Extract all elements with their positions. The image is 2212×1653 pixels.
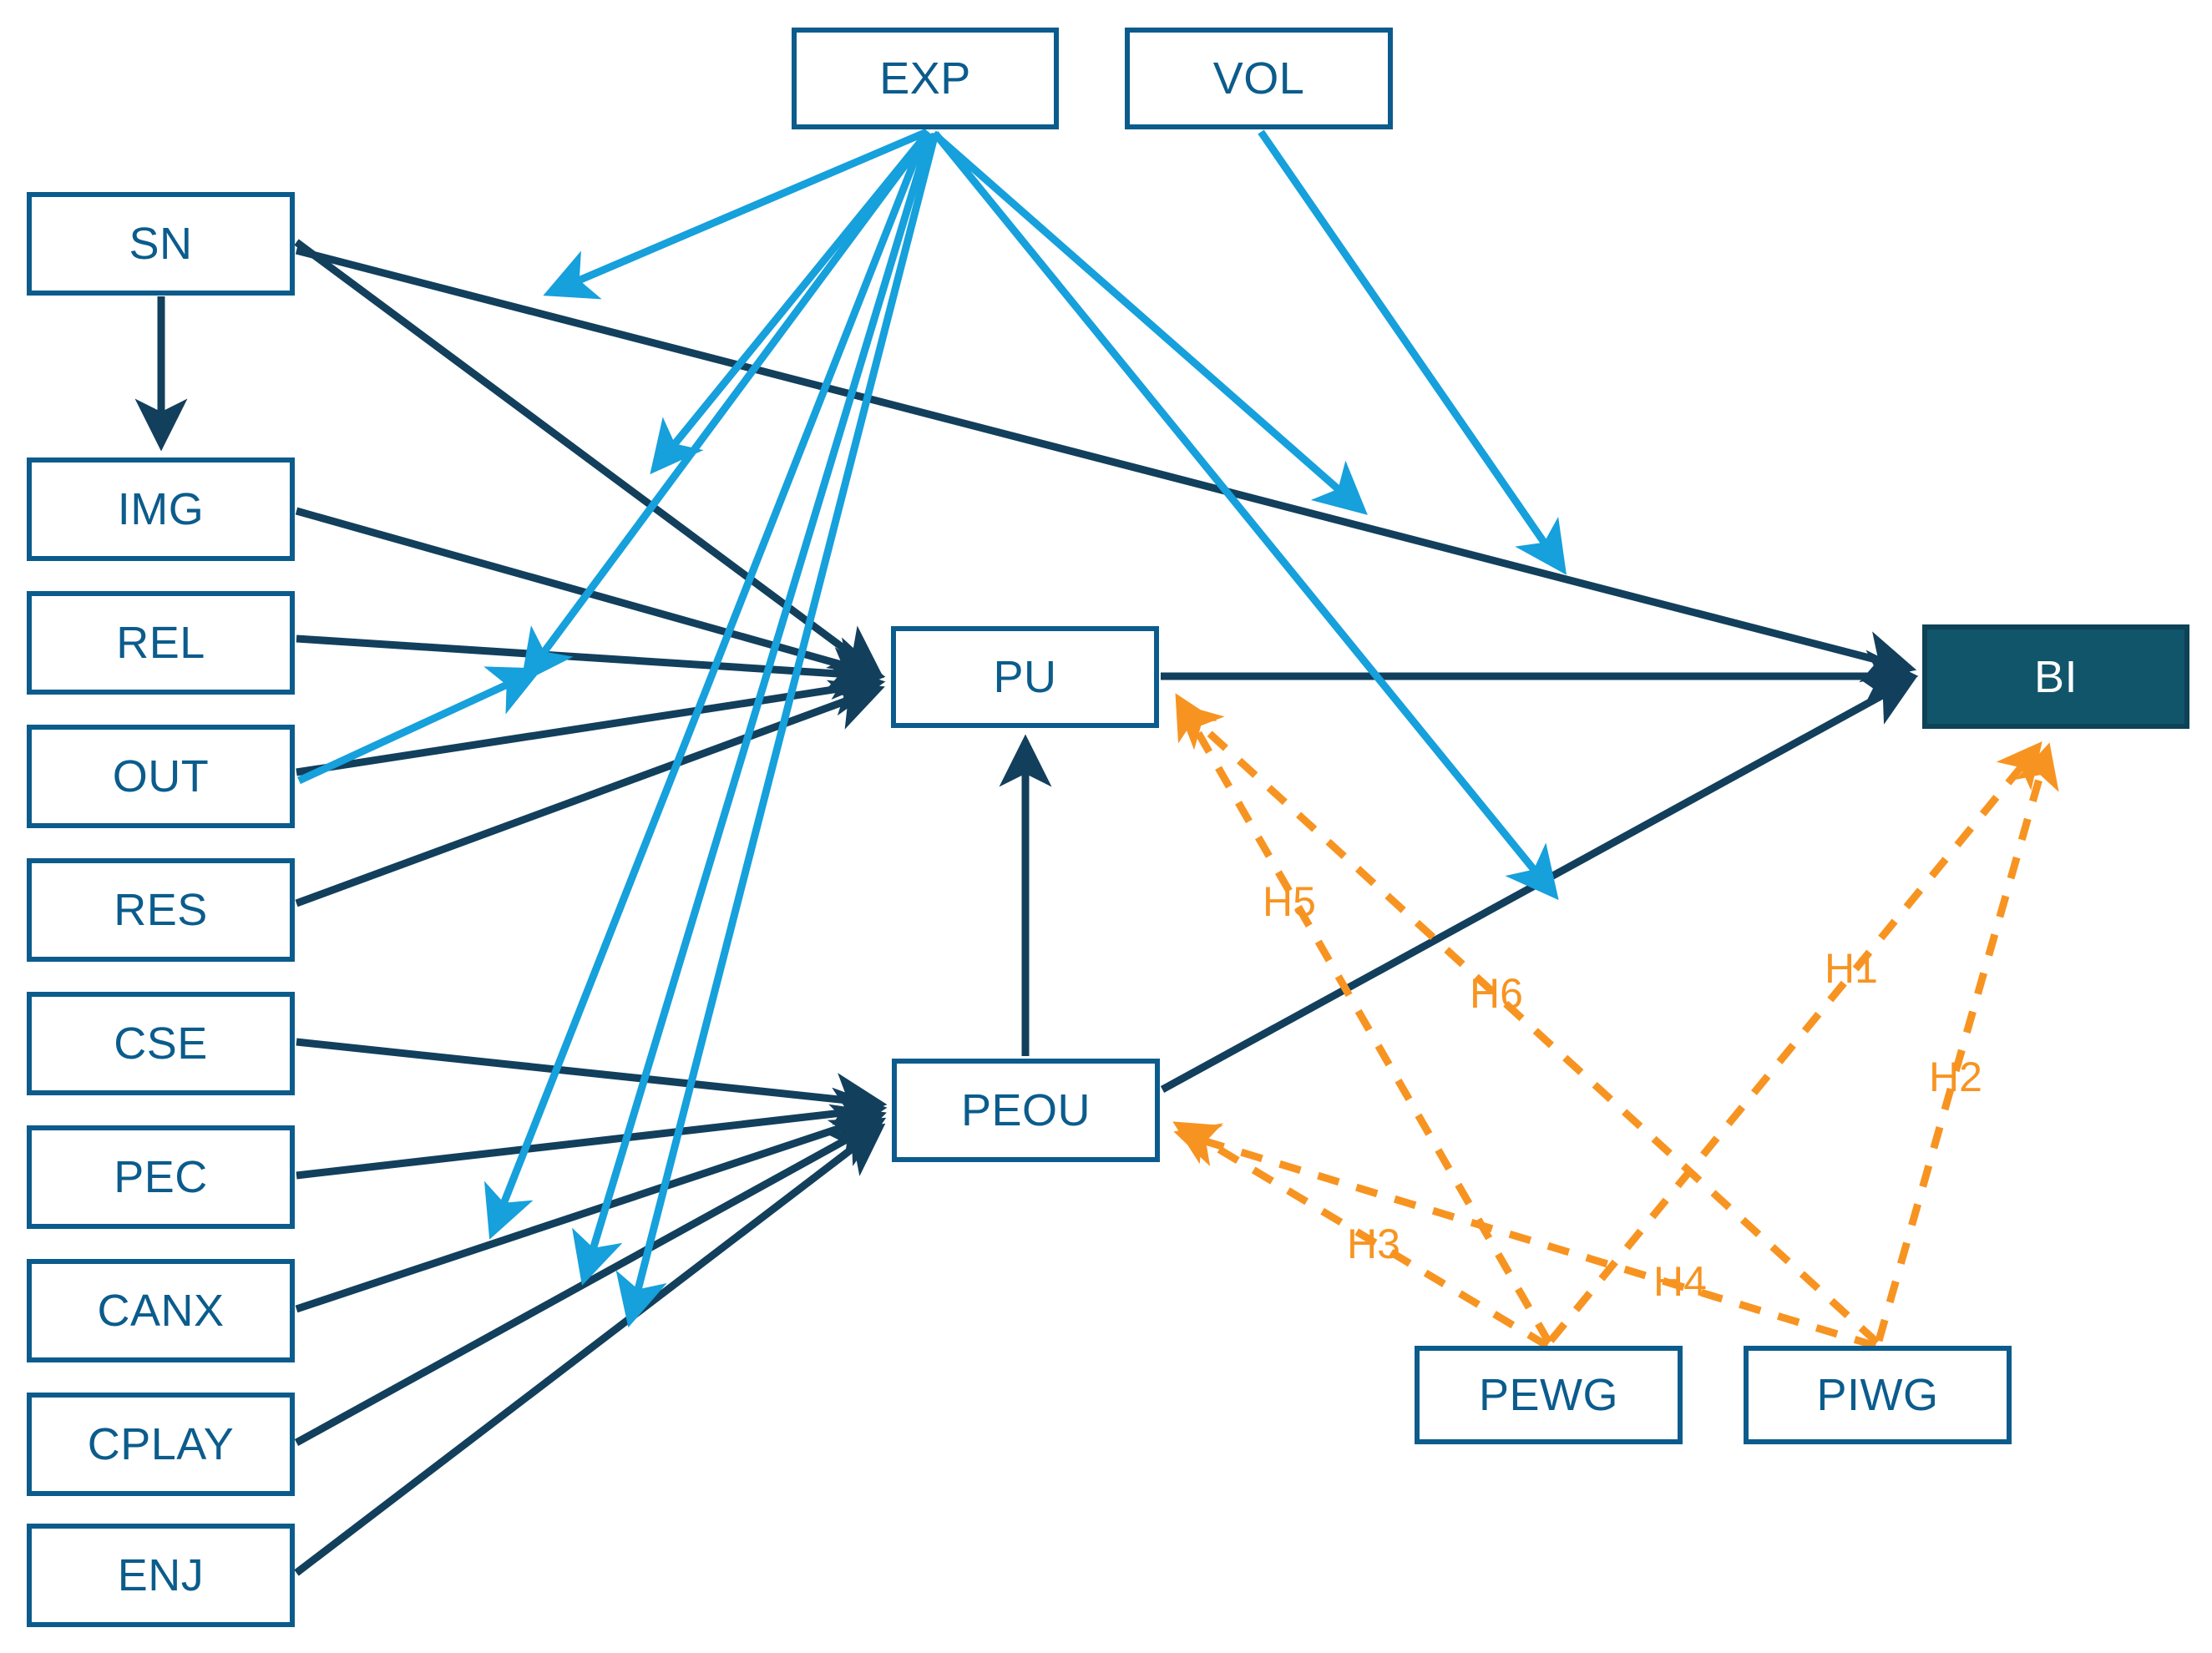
hypothesis-label-h5: H5 [1263,878,1316,925]
node-label: PEWG [1478,1370,1618,1420]
node-label: EXP [879,53,971,104]
hypothesis-edges [1172,693,2059,1350]
node-label: VOL [1212,53,1305,104]
edge-out-pu [296,663,886,776]
node-pewg[interactable]: PEWG [1415,1346,1683,1444]
edge-vol-sn-bi-path [1258,129,1567,575]
node-label: CPLAY [87,1419,235,1469]
node-pu[interactable]: PU [891,626,1159,728]
node-enj[interactable]: ENJ [27,1524,295,1627]
node-label: OUT [112,751,210,801]
hypothesis-label-h6: H6 [1470,970,1523,1017]
node-sn[interactable]: SN [27,192,295,296]
edge-rel-pu [296,634,886,700]
node-label: CANX [97,1286,225,1336]
node-bi[interactable]: BI [1922,624,2189,729]
edge-exp-pu-bi-path [931,130,1368,515]
node-img[interactable]: IMG [27,457,295,561]
edge-out-rel-up [297,666,543,785]
node-label: PEC [114,1152,208,1202]
node-piwg[interactable]: PIWG [1744,1346,2012,1444]
node-label: PU [993,652,1057,702]
edge-h3-pewg-peou [1172,1121,1550,1349]
edge-exp-peou-bi-path [932,131,1559,901]
edge-exp-sn-bi-path [650,129,932,475]
node-rel[interactable]: REL [27,591,295,695]
moderator-edges [297,128,1567,1328]
hypothesis-label-h1: H1 [1825,945,1878,992]
node-label: SN [129,219,193,269]
hypothesis-label-h3: H3 [1347,1221,1400,1267]
node-label: IMG [117,484,205,534]
edge-exp-enj-peou-path [615,132,939,1328]
edge-res-pu [295,680,885,907]
edge-h5-pewg-pu [1175,693,1552,1345]
node-label: ENJ [117,1550,205,1600]
edge-h1-pewg-bi [1547,741,2042,1343]
edge-cse-peou [296,1038,888,1125]
node-label: PEOU [960,1085,1091,1135]
node-cse[interactable]: CSE [27,992,295,1095]
edge-exp-out-pu-path [520,131,932,684]
edge-exp-sn-pu-path [543,128,929,300]
node-cplay[interactable]: CPLAY [27,1393,295,1496]
node-label: REL [116,618,205,668]
edge-sn-pu [294,239,884,679]
node-peou[interactable]: PEOU [892,1059,1160,1162]
node-label: RES [114,885,208,935]
edge-sn-bi [295,246,1917,683]
edge-pec-peou [296,1087,888,1180]
node-exp[interactable]: EXP [792,28,1059,129]
hypothesis-label-h4: H4 [1653,1258,1707,1305]
node-out[interactable]: OUT [27,725,295,828]
edge-enj-peou [294,1123,886,1576]
edge-exp-canx-peou-path [483,132,929,1240]
edge-h4-piwg-peou [1173,1123,1877,1350]
node-res[interactable]: RES [27,858,295,962]
node-label: PIWG [1816,1370,1939,1420]
node-vol[interactable]: VOL [1125,28,1393,129]
node-label: BI [2033,651,2078,702]
node-pec[interactable]: PEC [27,1125,295,1229]
node-canx[interactable]: CANX [27,1259,295,1362]
hypothesis-label-h2: H2 [1929,1054,1982,1100]
node-label: CSE [114,1019,208,1069]
edge-canx-peou [295,1104,887,1313]
edge-exp-cplay-peou-path [572,132,934,1287]
